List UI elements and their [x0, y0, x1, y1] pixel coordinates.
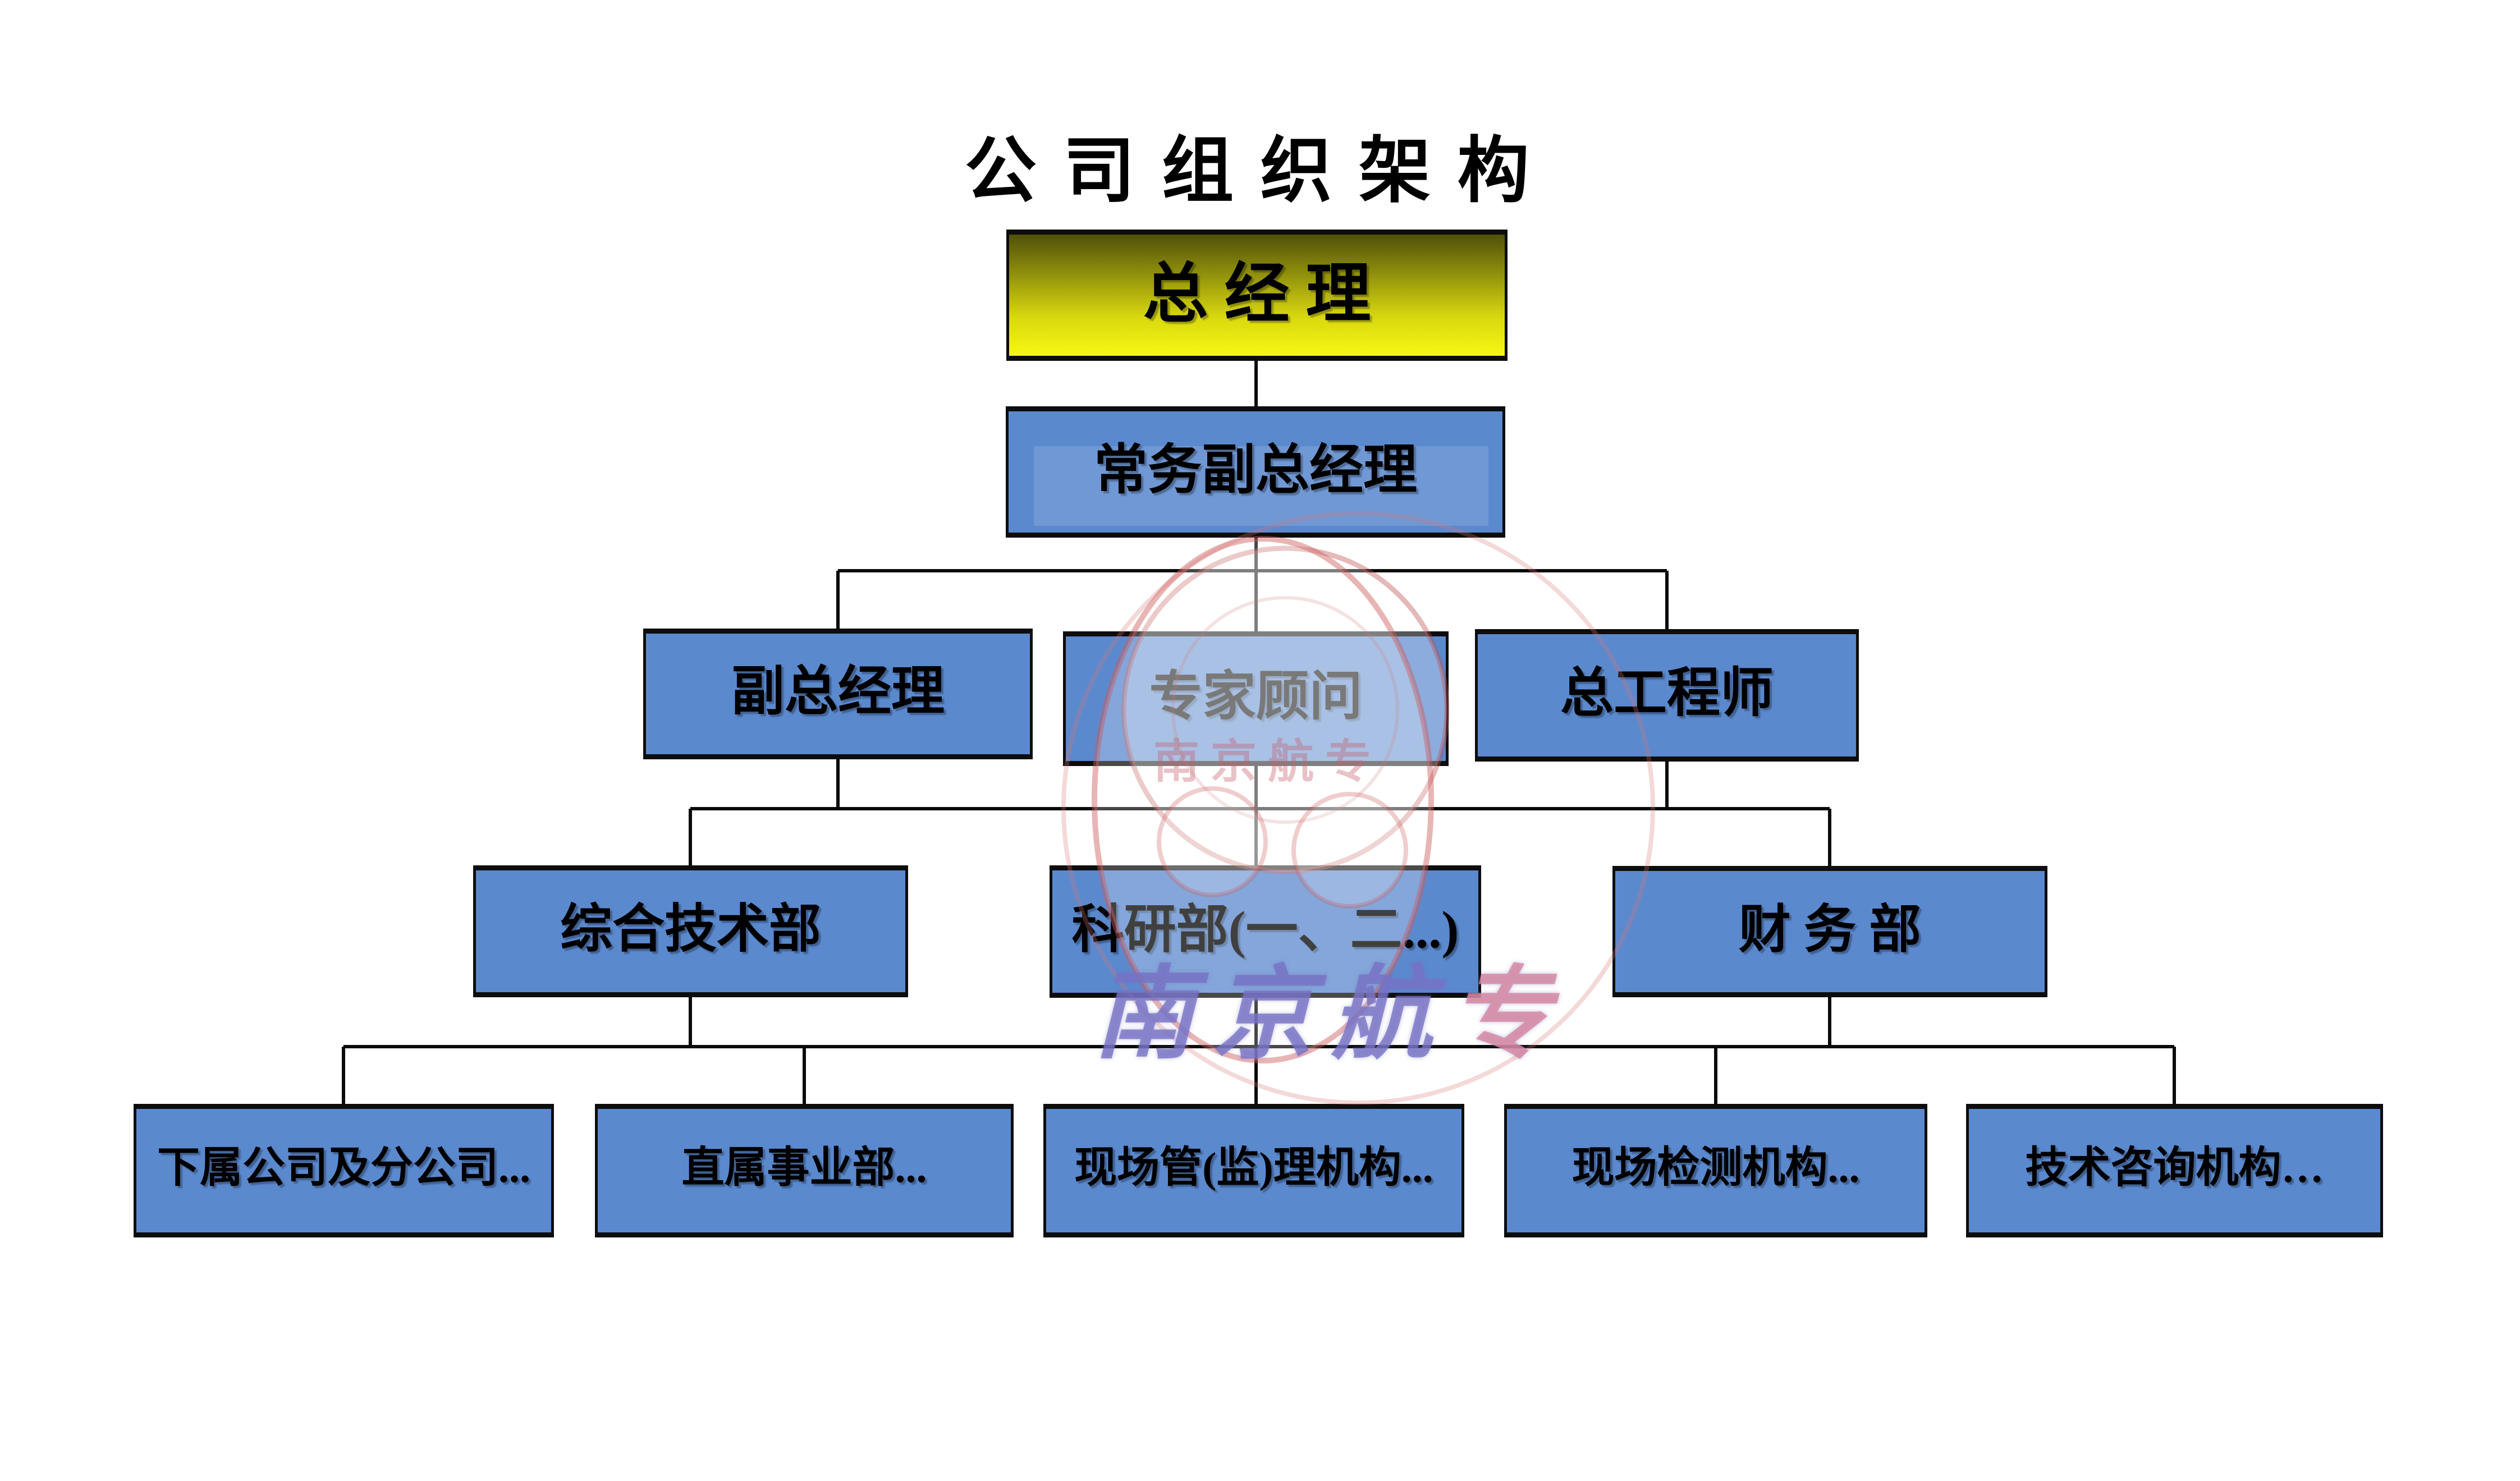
node-comprehensive-tech-dept: 综合技术部 [473, 865, 908, 997]
node-subsidiary-companies: 下属公司及分公司... [134, 1104, 554, 1237]
node-site-testing-org-label: 现场检测机构... [1571, 1144, 1860, 1191]
node-deputy-gm-label: 副总经理 [731, 662, 945, 721]
node-executive-deputy-gm: 常务副总经理 [1006, 406, 1505, 538]
node-finance-dept-label: 财 务 部 [1738, 901, 1922, 959]
node-comprehensive-tech-dept-label: 综合技术部 [560, 901, 821, 959]
node-general-manager-label: 总 经 理 [1143, 259, 1371, 331]
node-site-supervision-org: 现场管(监)理机构... [1043, 1104, 1464, 1237]
node-research-dept-label: 科研部(一、二...) [1071, 901, 1459, 959]
node-tech-consulting-org-label: 技术咨询机构… [2025, 1144, 2324, 1191]
node-deputy-gm: 副总经理 [643, 629, 1033, 759]
node-executive-deputy-gm-label: 常务副总经理 [1094, 439, 1417, 500]
node-direct-business-division-label: 直属事业部... [681, 1144, 927, 1191]
node-tech-consulting-org: 技术咨询机构… [1966, 1104, 2383, 1237]
node-chief-engineer: 总工程师 [1475, 629, 1859, 762]
node-expert-consultant-label: 专家顾问 [1149, 666, 1363, 726]
node-research-dept: 科研部(一、二...) [1050, 865, 1481, 998]
node-expert-consultant: 专家顾问 [1063, 631, 1449, 766]
node-subsidiary-companies-label: 下属公司及分公司... [157, 1144, 530, 1191]
node-site-testing-org: 现场检测机构... [1504, 1104, 1927, 1237]
node-direct-business-division: 直属事业部... [595, 1104, 1014, 1237]
node-general-manager: 总 经 理 [1006, 230, 1508, 361]
node-finance-dept: 财 务 部 [1612, 866, 2047, 997]
node-site-supervision-org-label: 现场管(监)理机构... [1074, 1144, 1433, 1191]
page-title: 公 司 组 织 架 构 [964, 131, 1533, 211]
node-chief-engineer-label: 总工程师 [1560, 663, 1774, 723]
